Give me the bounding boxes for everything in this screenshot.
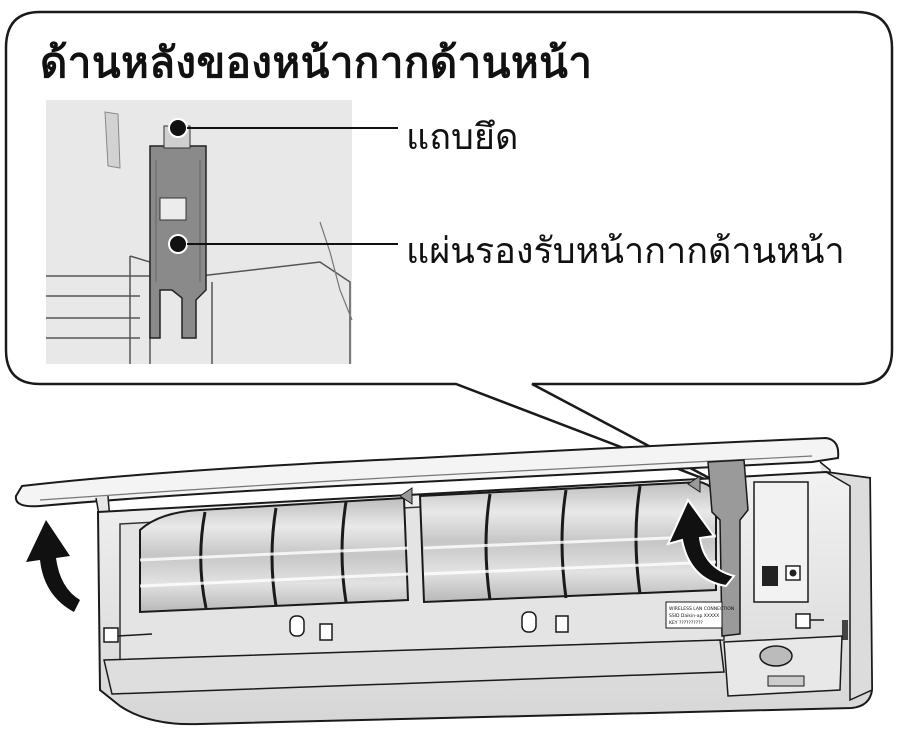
wlan-label-line2: SSID Daikin-ap XXXXX	[669, 613, 719, 619]
bottom-louver	[103, 639, 725, 695]
air-conditioner-unit: WIRELESS LAN CONNECTION SSID Daikin-ap X…	[14, 436, 874, 726]
tab-label: แถบยึด	[406, 117, 519, 158]
lift-arrow-right	[666, 498, 736, 588]
unit-support-plate	[707, 459, 749, 637]
support-plate-label: แผ่นรองรับหน้ากากด้านหน้า	[406, 231, 845, 272]
wireless-lan-label: WIRELESS LAN CONNECTION SSID Daikin-ap X…	[665, 601, 734, 629]
inset-photo	[46, 100, 353, 364]
display-panel	[723, 635, 843, 697]
tab-pointer-dot	[168, 118, 188, 138]
wlan-label-line3: KEY ??????????	[669, 620, 703, 626]
wlan-label-line1: WIRELESS LAN CONNECTION	[669, 606, 734, 612]
front-clips	[103, 611, 811, 643]
plate-pointer-dot	[168, 234, 188, 254]
callout-title: ด้านหลังของหน้ากากด้านหน้า	[40, 38, 593, 87]
lift-arrow-left	[26, 520, 80, 612]
front-panel-raised	[14, 436, 840, 508]
